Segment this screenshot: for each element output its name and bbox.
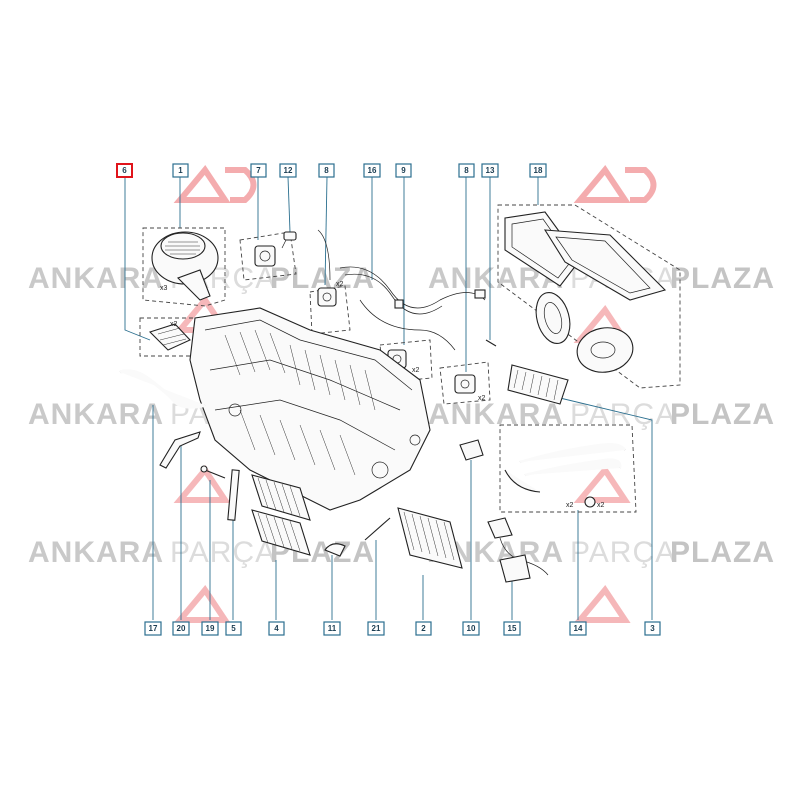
- svg-text:20: 20: [177, 624, 186, 633]
- callout-20[interactable]: 20: [172, 621, 190, 636]
- svg-text:19: 19: [206, 624, 215, 633]
- svg-text:11: 11: [328, 624, 337, 633]
- qty-mark-recirc: x2: [478, 395, 486, 402]
- watermark-word-plaza: PLAZA: [670, 536, 775, 569]
- watermark-word-parca: PARÇA: [170, 536, 276, 569]
- part-blower-resistor: x2: [148, 321, 191, 351]
- svg-text:13: 13: [486, 166, 495, 175]
- callout-8[interactable]: 8: [318, 163, 335, 178]
- part-cabin-filter: [507, 364, 569, 405]
- callout-19[interactable]: 19: [201, 621, 219, 636]
- callout-13[interactable]: 13: [481, 163, 499, 178]
- part-heater-core: [397, 507, 463, 569]
- callout-3[interactable]: 3: [644, 621, 661, 636]
- svg-text:12: 12: [284, 166, 293, 175]
- callout-1[interactable]: 1: [172, 163, 189, 178]
- part-recirc-actuator: x2: [454, 374, 486, 402]
- watermark-word-ankara: ANKARA: [28, 262, 164, 295]
- callout-6[interactable]: 6: [116, 163, 133, 178]
- svg-text:3: 3: [650, 624, 655, 633]
- svg-text:6: 6: [122, 166, 127, 175]
- part-actuator: [254, 245, 276, 267]
- callout-15[interactable]: 15: [503, 621, 521, 636]
- part-rod: [364, 517, 391, 541]
- watermark-logo: [573, 164, 657, 203]
- callout-14[interactable]: 14: [569, 621, 587, 636]
- watermark-word-ankara: ANKARA: [28, 536, 164, 569]
- part-clip: [324, 543, 346, 557]
- callouts-bottom: 17 20 19 5 4 11 21 2 10 15 14: [144, 621, 661, 636]
- part-pollen-filter: [251, 474, 311, 556]
- watermark-word-ankara: ANKARA: [28, 398, 164, 431]
- qty-mark-actuator: x2: [412, 367, 420, 374]
- callout-9[interactable]: 9: [395, 163, 412, 178]
- callout-2[interactable]: 2: [415, 621, 432, 636]
- callout-5[interactable]: 5: [225, 621, 242, 636]
- callout-17[interactable]: 17: [144, 621, 162, 636]
- callout-11[interactable]: 11: [323, 621, 341, 636]
- part-seal-strip: [227, 469, 240, 521]
- svg-text:14: 14: [574, 624, 583, 633]
- watermark-row-3: ANKARA PARÇA PLAZA ANKARA PARÇA PLAZA: [28, 536, 775, 569]
- watermark-word-plaza: PLAZA: [670, 398, 775, 431]
- watermark-word-parca: PARÇA: [570, 536, 676, 569]
- part-wiring-harness: [339, 266, 486, 351]
- callout-7[interactable]: 7: [250, 163, 267, 178]
- svg-text:2: 2: [421, 624, 426, 633]
- svg-text:1: 1: [178, 166, 183, 175]
- part-flap-actuator: x2: [317, 229, 344, 307]
- part-bracket: [159, 431, 201, 469]
- svg-text:10: 10: [467, 624, 476, 633]
- svg-text:21: 21: [372, 624, 381, 633]
- qty-mark-blower: x3: [160, 285, 168, 292]
- callout-18[interactable]: 18: [529, 163, 547, 178]
- svg-text:9: 9: [401, 166, 406, 175]
- qty-mark-pipe-screw: x2: [566, 502, 574, 509]
- leader-lines: [124, 176, 653, 620]
- svg-text:8: 8: [464, 166, 469, 175]
- watermark-word-ankara: ANKARA: [428, 398, 564, 431]
- part-sensor: [281, 231, 297, 249]
- svg-text:4: 4: [274, 624, 279, 633]
- svg-text:17: 17: [149, 624, 158, 633]
- svg-text:15: 15: [508, 624, 517, 633]
- part-expansion-valve: [487, 517, 549, 583]
- qty-mark-actuator: x2: [336, 281, 344, 288]
- watermark-layer: ANKARA PARÇA PLAZA ANKARA PARÇA PLAZA AN…: [28, 164, 775, 623]
- svg-text:18: 18: [534, 166, 543, 175]
- svg-text:16: 16: [368, 166, 377, 175]
- qty-mark-resistor: x2: [170, 321, 178, 328]
- part-blower-motor: x3: [151, 231, 219, 301]
- svg-text:5: 5: [231, 624, 236, 633]
- svg-text:7: 7: [256, 166, 261, 175]
- svg-text:8: 8: [324, 166, 329, 175]
- watermark-word-plaza: PLAZA: [670, 262, 775, 295]
- watermark-logo: [173, 164, 257, 203]
- callout-16[interactable]: 16: [363, 163, 381, 178]
- callouts-top: 6 1 7 12 8 16 9 8 13 18: [116, 163, 547, 178]
- part-hvac-housing: [189, 307, 431, 511]
- callout-12[interactable]: 12: [279, 163, 297, 178]
- part-refrigerant-pipes: x2 x2: [504, 442, 627, 509]
- watermark-word-parca: PARÇA: [570, 398, 676, 431]
- part-temp-sensor: [200, 465, 226, 479]
- part-valve: [459, 439, 484, 461]
- qty-mark-pipe-seal: x2: [597, 502, 605, 509]
- callout-10[interactable]: 10: [462, 621, 480, 636]
- part-drain-hose: [119, 369, 206, 409]
- part-bolt: [485, 339, 497, 347]
- part-filter-housing: [504, 211, 667, 373]
- callout-4[interactable]: 4: [268, 621, 285, 636]
- callout-8-right[interactable]: 8: [458, 163, 475, 178]
- callout-21[interactable]: 21: [367, 621, 385, 636]
